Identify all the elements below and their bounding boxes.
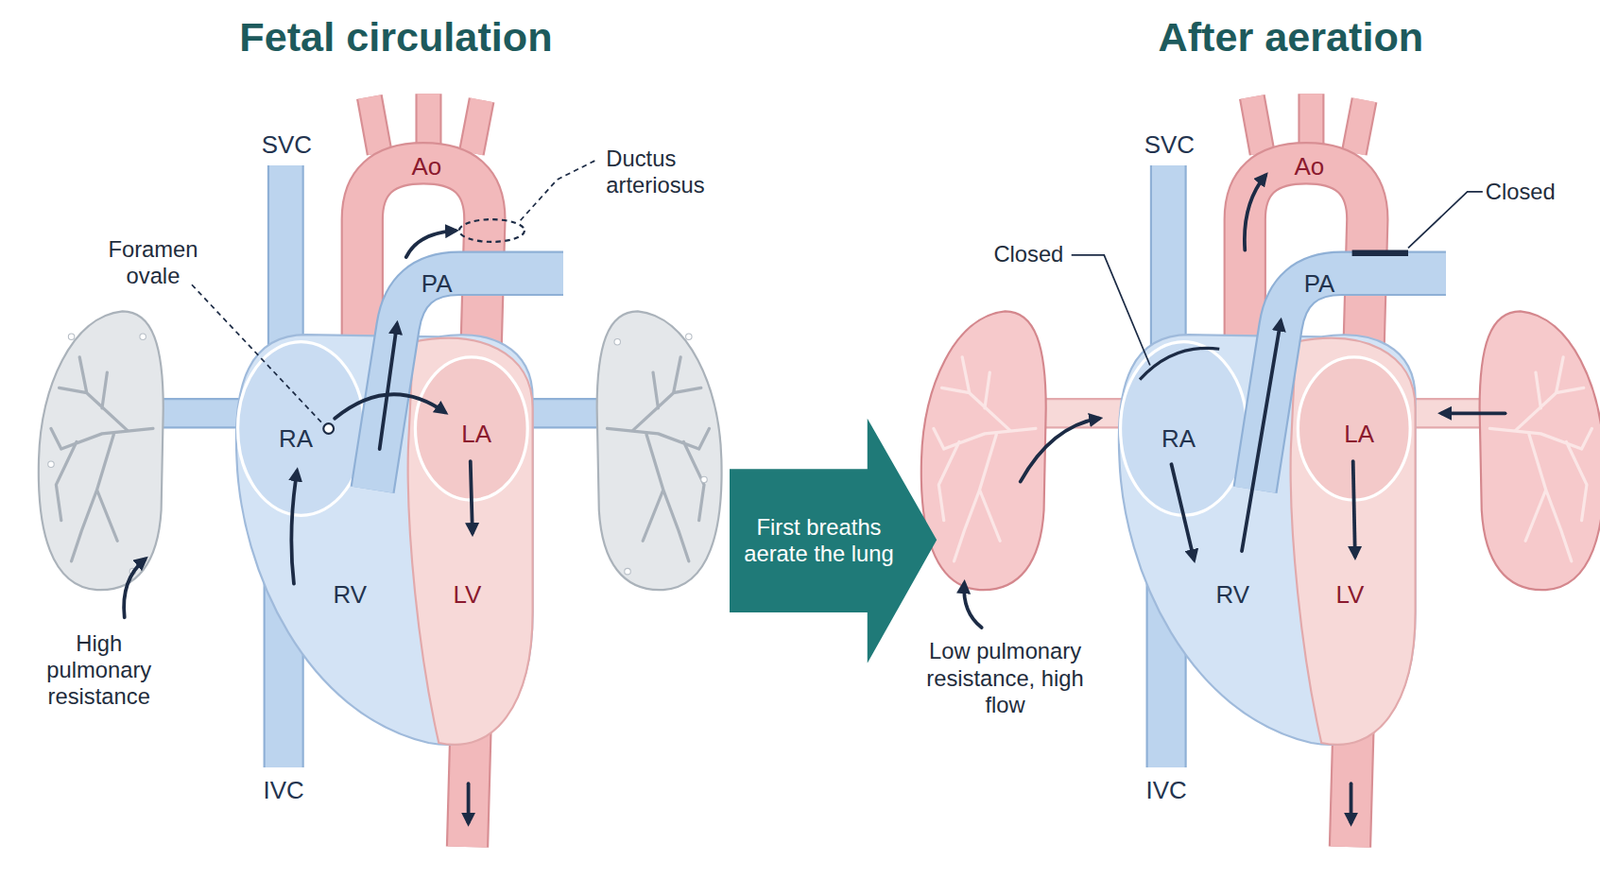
callout-label: Ductus arteriosus — [605, 145, 739, 199]
flow-arrow — [291, 471, 297, 585]
flow-arrow — [1241, 321, 1281, 551]
fluid-dots — [686, 333, 692, 340]
bronchial-tree — [933, 357, 1036, 562]
flow-arrow — [963, 175, 1505, 824]
flow-arrow — [1349, 783, 1354, 823]
flow-arrow — [1171, 464, 1195, 559]
bronchial-tree — [51, 357, 154, 562]
vessel-label: SVC — [261, 130, 312, 160]
transition-arrow: First breaths aerate the lung — [729, 418, 937, 664]
callout-label: Closed — [993, 241, 1064, 269]
fluid-filled-lung — [597, 310, 723, 590]
block-arrow-shape — [729, 418, 937, 664]
chamber-label: RV — [333, 580, 368, 610]
flow-arrow — [123, 230, 473, 823]
chamber-label: RA — [1161, 424, 1196, 454]
vessel-label: IVC — [263, 775, 305, 806]
chamber-label: RV — [1216, 580, 1251, 610]
closed-foramen — [1139, 347, 1220, 379]
heart-drawing — [1118, 93, 1446, 847]
fluid-dots — [139, 333, 146, 340]
callout-label: Low pulmonary resistance, high flow — [911, 638, 1101, 719]
leader-line — [191, 284, 323, 424]
flow-arrow — [466, 783, 471, 823]
chamber-label: RA — [278, 424, 313, 454]
closed-ductus — [1352, 250, 1409, 257]
fluid-dots — [48, 461, 54, 467]
chamber-label: LV — [453, 580, 482, 610]
vessel-label: PA — [1304, 269, 1336, 299]
fluid-filled-lung — [38, 310, 164, 590]
chamber-label: LA — [1343, 419, 1375, 449]
panel-heading: Fetal circulation — [239, 13, 552, 62]
flow-arrow — [1020, 418, 1100, 482]
chamber-label: LV — [1336, 580, 1365, 610]
vessel-label: Ao — [1293, 152, 1325, 182]
vessel-label: SVC — [1144, 130, 1195, 160]
vessel-label: PA — [421, 269, 453, 299]
flow-arrow — [470, 461, 473, 534]
flow-arrow — [334, 394, 446, 418]
heart-drawing — [236, 93, 564, 847]
panel-heading: After aeration — [1157, 13, 1424, 62]
chamber-label: LA — [461, 419, 492, 449]
bronchial-tree — [1489, 357, 1592, 562]
block-arrow-shape — [729, 418, 937, 664]
arrow-label: First breaths aerate the lung — [738, 514, 901, 568]
fetal-panel — [38, 93, 723, 847]
fluid-dots — [701, 476, 707, 482]
flow-arrow — [1244, 175, 1266, 251]
leader-line — [1408, 191, 1483, 248]
fluid-dots — [624, 567, 631, 574]
fluid-dots — [68, 333, 74, 340]
aerated-panel — [921, 93, 1600, 847]
flow-arrow — [379, 324, 397, 449]
arrow-text-holder: First breaths aerate the lung — [738, 418, 901, 664]
ductus-marker — [459, 219, 525, 242]
flow-arrow — [963, 584, 982, 628]
aerated-lung — [921, 310, 1047, 590]
flow-arrow — [1353, 461, 1356, 556]
flow-arrow — [1442, 411, 1506, 415]
vessel-label: IVC — [1146, 775, 1188, 806]
leader-line — [520, 158, 599, 221]
vessel-label: Ao — [411, 152, 442, 182]
callout-label: Foramen ovale — [86, 237, 220, 291]
leader-line — [1071, 255, 1151, 366]
aerated-lung — [1479, 310, 1600, 590]
bronchial-tree — [606, 357, 709, 562]
foramen-marker — [323, 423, 334, 434]
fluid-dots — [614, 338, 620, 345]
flow-arrow — [406, 230, 456, 258]
flow-arrow — [123, 559, 145, 619]
callout-label: Closed — [1485, 178, 1556, 206]
callout-label: High pulmonary resistance — [22, 630, 176, 710]
